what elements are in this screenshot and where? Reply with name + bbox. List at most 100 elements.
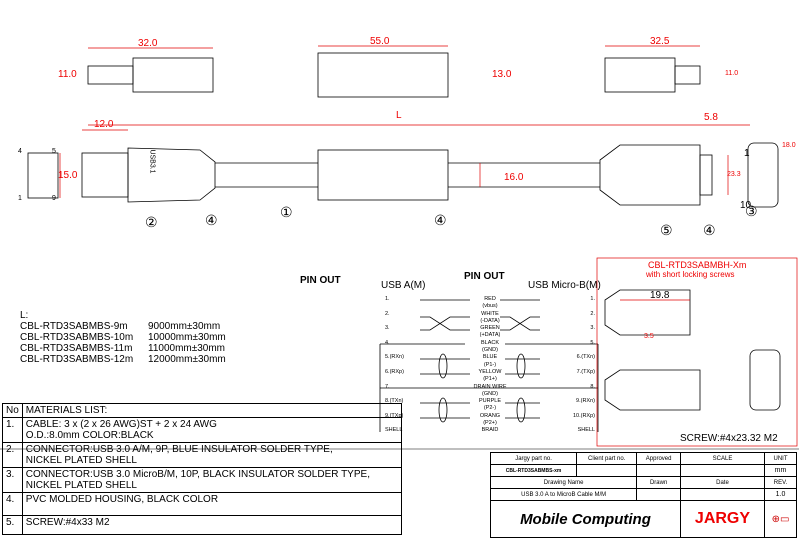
pin-l [385, 332, 440, 339]
pin-c: BRAID [481, 427, 499, 434]
pin-r: 6.(TXn) [576, 354, 595, 361]
material-row: 4.PVC MOLDED HOUSING, BLACK COLOR [2, 492, 403, 516]
callout: ③ [745, 203, 758, 219]
dim-mbh-length: 19.8 [650, 290, 670, 301]
pin-c: (P2+) [483, 420, 497, 427]
dim-a-height: 11.0 [58, 69, 77, 80]
pinout-row: 6.(RXp) YELLOW 7.(TXp) [385, 369, 595, 376]
micro-b-housing-top [604, 57, 676, 93]
pinout-right-title: USB Micro-B(M) [528, 280, 601, 291]
pinout-row: (vbus) [385, 303, 595, 310]
pin-c: DRAIN WIRE [473, 383, 507, 390]
pin-label: 1 [18, 195, 22, 202]
molded-sleeve-top [317, 52, 449, 98]
pin-l: 6.(RXp) [385, 368, 404, 375]
micro-b-face [747, 142, 779, 208]
pin-c: RED [484, 296, 496, 302]
pin-l [385, 318, 440, 325]
material-row: 3.CONNECTOR:USB 3.0 MicroB/M, 10P, BLACK… [2, 467, 403, 493]
pin-r [540, 332, 595, 339]
pin-label: 5 [52, 148, 56, 155]
pin-c: (P1-) [483, 361, 497, 368]
pin-c: BLACK [480, 339, 500, 346]
usb-a-plug [81, 152, 129, 198]
pin-r [540, 376, 595, 383]
logo-jargy: JARGY [679, 500, 766, 538]
pin-r [540, 303, 595, 310]
part-number: CBL-RTD3SABMBS-xm [489, 464, 578, 477]
pinout-row: 8.(TXn) PURPLE 9.(RXn) [385, 398, 595, 405]
drawing-name: USB 3.0 A to MicroB Cable M/M [489, 488, 638, 501]
material-row: 5.SCREW:#4x33 M2 [2, 515, 403, 535]
dim-b-length: 32.5 [650, 36, 670, 47]
pin-r: 7.(TXp) [576, 368, 595, 375]
callout: ⑤ [660, 222, 673, 238]
pin-label: 4 [18, 148, 22, 155]
pin-l [385, 362, 440, 369]
pin-c: WHITE [481, 310, 499, 317]
pin-l [385, 391, 440, 398]
material-row: 2.CONNECTOR:USB 3.0 A/M, 9P, BLUE INSULA… [2, 442, 403, 468]
pin-r [540, 347, 595, 354]
dim-cable: 16.0 [504, 172, 524, 183]
pin-c: YELLOW [478, 368, 502, 375]
pin-l [385, 376, 440, 383]
pin-c: (+DATA) [479, 332, 501, 339]
pin-c: (P1+) [483, 376, 497, 383]
molded-sleeve [317, 149, 449, 201]
pin-c: (P2-) [483, 405, 497, 412]
pinout-row: (+DATA) [385, 332, 595, 339]
pinout-row: (GND) [385, 391, 595, 398]
pin-l: 5.(RXn) [385, 354, 404, 361]
dim-b-end-h: 23.3 [727, 171, 741, 178]
pin-c: ORANG [479, 412, 501, 419]
pinout-row: (P2-) [385, 405, 595, 412]
usb-a-face [27, 152, 59, 199]
pin-r: 1. [590, 296, 595, 302]
dim-a-plug: 12.0 [94, 119, 114, 130]
dim-a-width: 15.0 [58, 170, 78, 181]
pin-r [540, 391, 595, 398]
pin-r: 3. [590, 325, 595, 332]
pin-l: 2. [385, 310, 390, 317]
callout: ④ [434, 212, 447, 228]
pin-r: SHELL [577, 427, 595, 434]
usb-a-housing [127, 147, 216, 203]
dim-b-end-w: 18.0 [782, 142, 796, 149]
pin-r [540, 362, 595, 369]
pin-l: 8.(TXn) [385, 398, 404, 405]
pin-l [385, 347, 440, 354]
logo-mobile-computing: Mobile Computing [490, 500, 681, 538]
pin-c: PURPLE [478, 398, 501, 405]
pin-l: 7. [385, 383, 390, 390]
material-row: 1.CABLE: 3 x (2 x 26 AWG)ST + 2 x 24 AWG… [2, 417, 403, 443]
pin-c: (-DATA) [480, 317, 500, 324]
pinout-row: (-DATA) [385, 318, 595, 325]
pin-r: 8. [590, 383, 595, 390]
pin-r: 5. [590, 339, 595, 346]
dim-b-height: 11.0 [725, 70, 739, 77]
pin-label: 1 [744, 148, 750, 159]
usb-a-plug-top [87, 65, 134, 85]
callout: ④ [703, 222, 716, 238]
dim-a-length: 32.0 [138, 38, 158, 49]
callout: ① [280, 204, 293, 220]
variant-title: CBL-RTD3SABMBH-Xm [648, 260, 747, 270]
pinout-row: (GND) [385, 347, 595, 354]
dim-b-tip: 5.8 [704, 112, 718, 123]
callout: ④ [205, 212, 218, 228]
pin-r [540, 405, 595, 412]
pin-r: 9.(RXn) [576, 398, 595, 405]
pinout-heading: PIN OUT [464, 271, 505, 282]
variant-frame [596, 257, 798, 447]
